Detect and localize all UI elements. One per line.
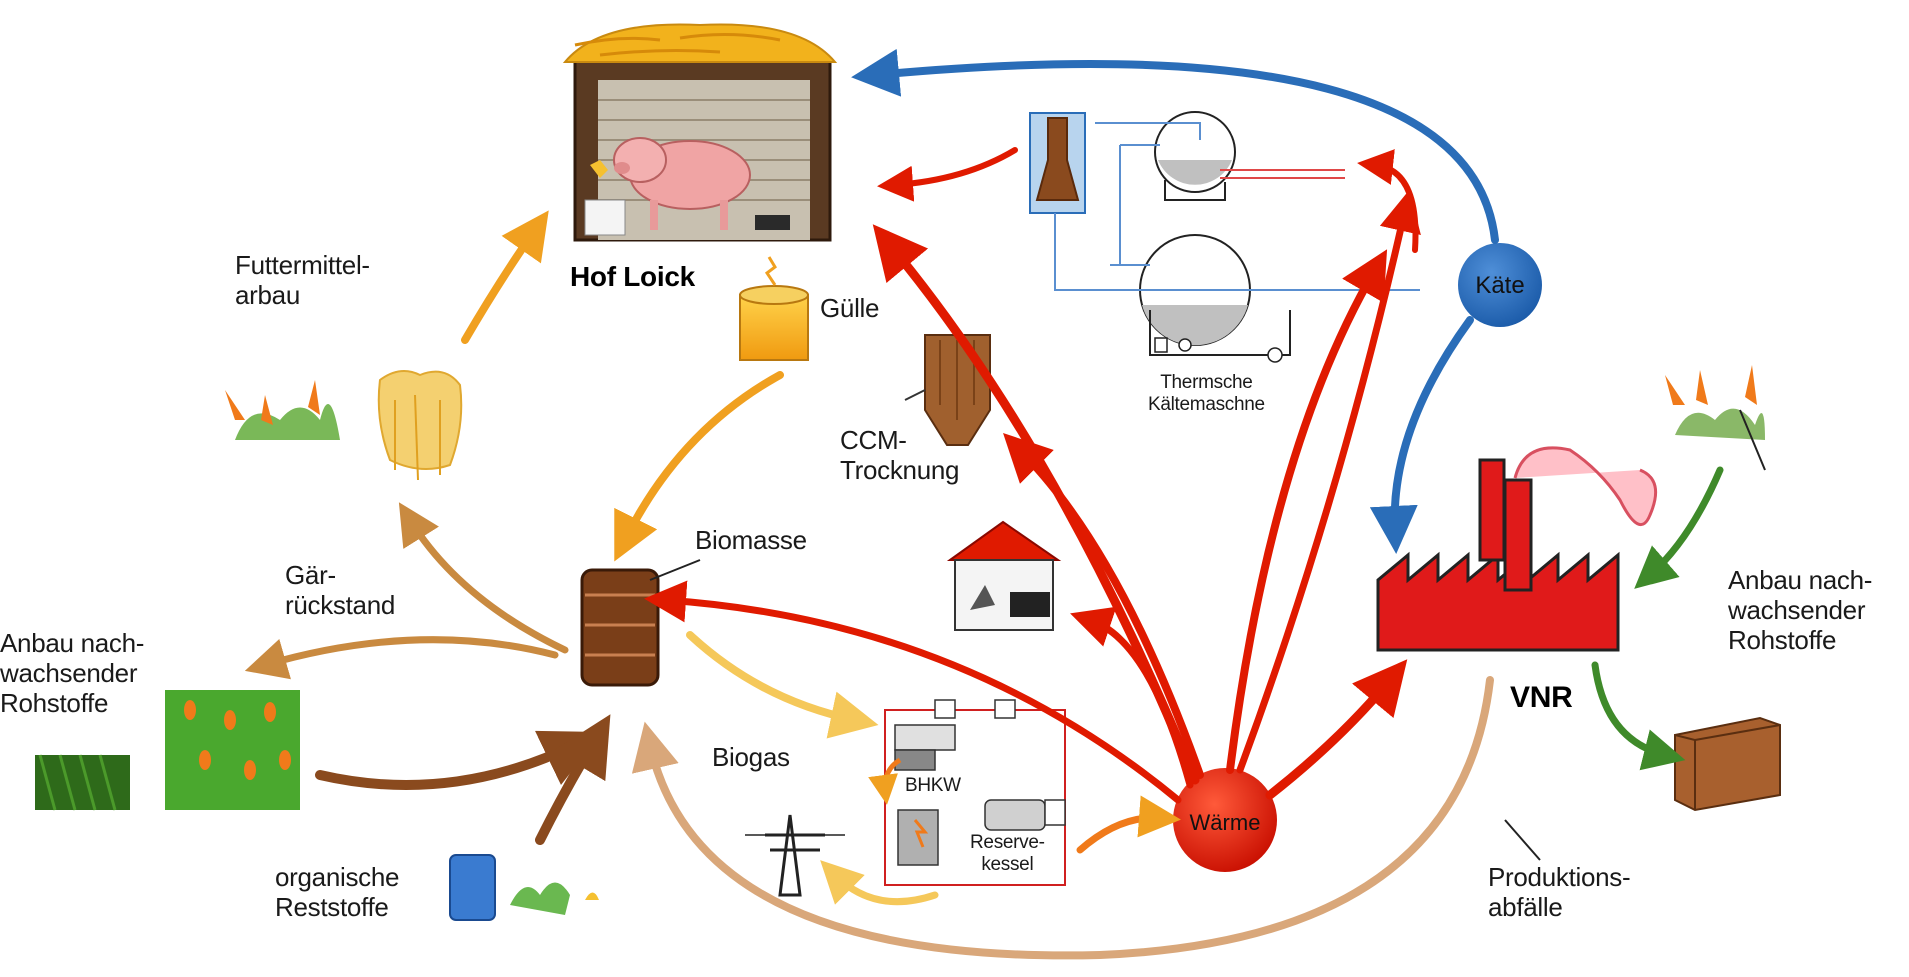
raw-material-to-vnr-arrow [1634, 466, 1724, 589]
reststoffe-to-biomasse-arrow [535, 714, 611, 845]
guelle-tank-icon [739, 256, 809, 361]
heat-arrow-from-bhkw [1076, 795, 1181, 854]
waerme-node [1173, 768, 1277, 872]
futtermittel-plant-icon [225, 380, 340, 440]
heat-arrow-to-chiller [1226, 249, 1388, 774]
product-box-icon [1674, 716, 1781, 812]
heat-arrow-chiller-to-hof [877, 147, 1018, 202]
manure-feed-arrows [461, 210, 784, 562]
leader-lines [649, 409, 1766, 861]
label-hof-loick: Hof Loick [570, 261, 695, 292]
production-waste-to-biomasse-arrow [631, 676, 1494, 960]
heat-arrow-to-ccm [1003, 433, 1204, 779]
feed-to-hof-arrow [461, 210, 549, 344]
crop-plant-right-icon [1665, 365, 1765, 440]
kaelte-node [1458, 243, 1542, 327]
label-biomasse: Biomasse [695, 525, 807, 555]
heat-arrow-to-vnr [1265, 659, 1408, 800]
label-futtermittelanbau: Futtermittel- arbau [235, 250, 370, 310]
heat-arrow-right-of-chiller [1357, 149, 1419, 253]
guelle-to-biomasse-arrow [614, 371, 784, 562]
label-anbau-right: Anbau nach- wachsender Rohstoffe [1728, 565, 1873, 655]
corn-plants-icon [165, 690, 300, 810]
heat-arrow-to-biomasse [644, 580, 1182, 804]
crops-to-biomasse-arrow [315, 730, 603, 790]
label-anbau-left: Anbau nach- wachsender Rohstoffe [0, 628, 145, 718]
cold-arrow-to-hof [851, 48, 1499, 244]
harvested-grain-icon [377, 370, 463, 481]
heat-flow-arrows [644, 147, 1421, 854]
cold-arrow-to-vnr [1369, 316, 1474, 554]
thermal-chiller-schematic-icon [1029, 111, 1420, 363]
label-waerme: Wärme [1189, 810, 1261, 835]
hof-loick-barn-icon [562, 23, 838, 242]
bhkw-to-grid-arrow [820, 860, 939, 906]
label-produktionsabfaelle: Produktions- abfälle [1488, 862, 1631, 922]
label-organische-reststoffe: organische Reststoffe [275, 862, 400, 922]
crop-field-left-icon [35, 754, 130, 811]
label-vnr: VNR [1510, 681, 1573, 714]
bhkw-plant-box-icon [868, 699, 1066, 886]
biogas-arrows [686, 631, 939, 906]
label-bhkw: BHKW [905, 775, 961, 796]
biogas-to-bhkw-arrow [686, 631, 879, 739]
label-thermische-kaeltemaschine: Thermsche Kältemaschne [1148, 372, 1265, 415]
label-gaerrueckstand: Gär- rückstand [285, 560, 396, 620]
label-ccm-trocknung: CCM- Trocknung [840, 425, 960, 485]
cold-flow-arrows [851, 48, 1499, 554]
biomasse-bundle-icon [580, 568, 660, 687]
green-material-arrows [1591, 466, 1724, 771]
label-biogas: Biogas [712, 742, 790, 772]
heat-arrow-to-building [1070, 606, 1194, 789]
building-heating-icon [946, 520, 1062, 631]
power-pylon-icon [745, 814, 845, 897]
heat-arrow-upper [1236, 189, 1421, 774]
label-reservekessel: Reserve- kessel [970, 832, 1045, 875]
digestate-to-field-arrow [244, 636, 559, 680]
digestate-arrows [244, 502, 569, 680]
label-kaelte: Käte [1475, 272, 1525, 299]
digestate-to-feed-arrow [398, 502, 569, 654]
vnr-factory-icon [1376, 446, 1658, 652]
label-guelle: Gülle [820, 293, 880, 323]
vnr-to-product-arrow [1591, 661, 1686, 771]
reststoffe-icons [449, 854, 599, 921]
biomass-input-arrows [315, 676, 1494, 960]
